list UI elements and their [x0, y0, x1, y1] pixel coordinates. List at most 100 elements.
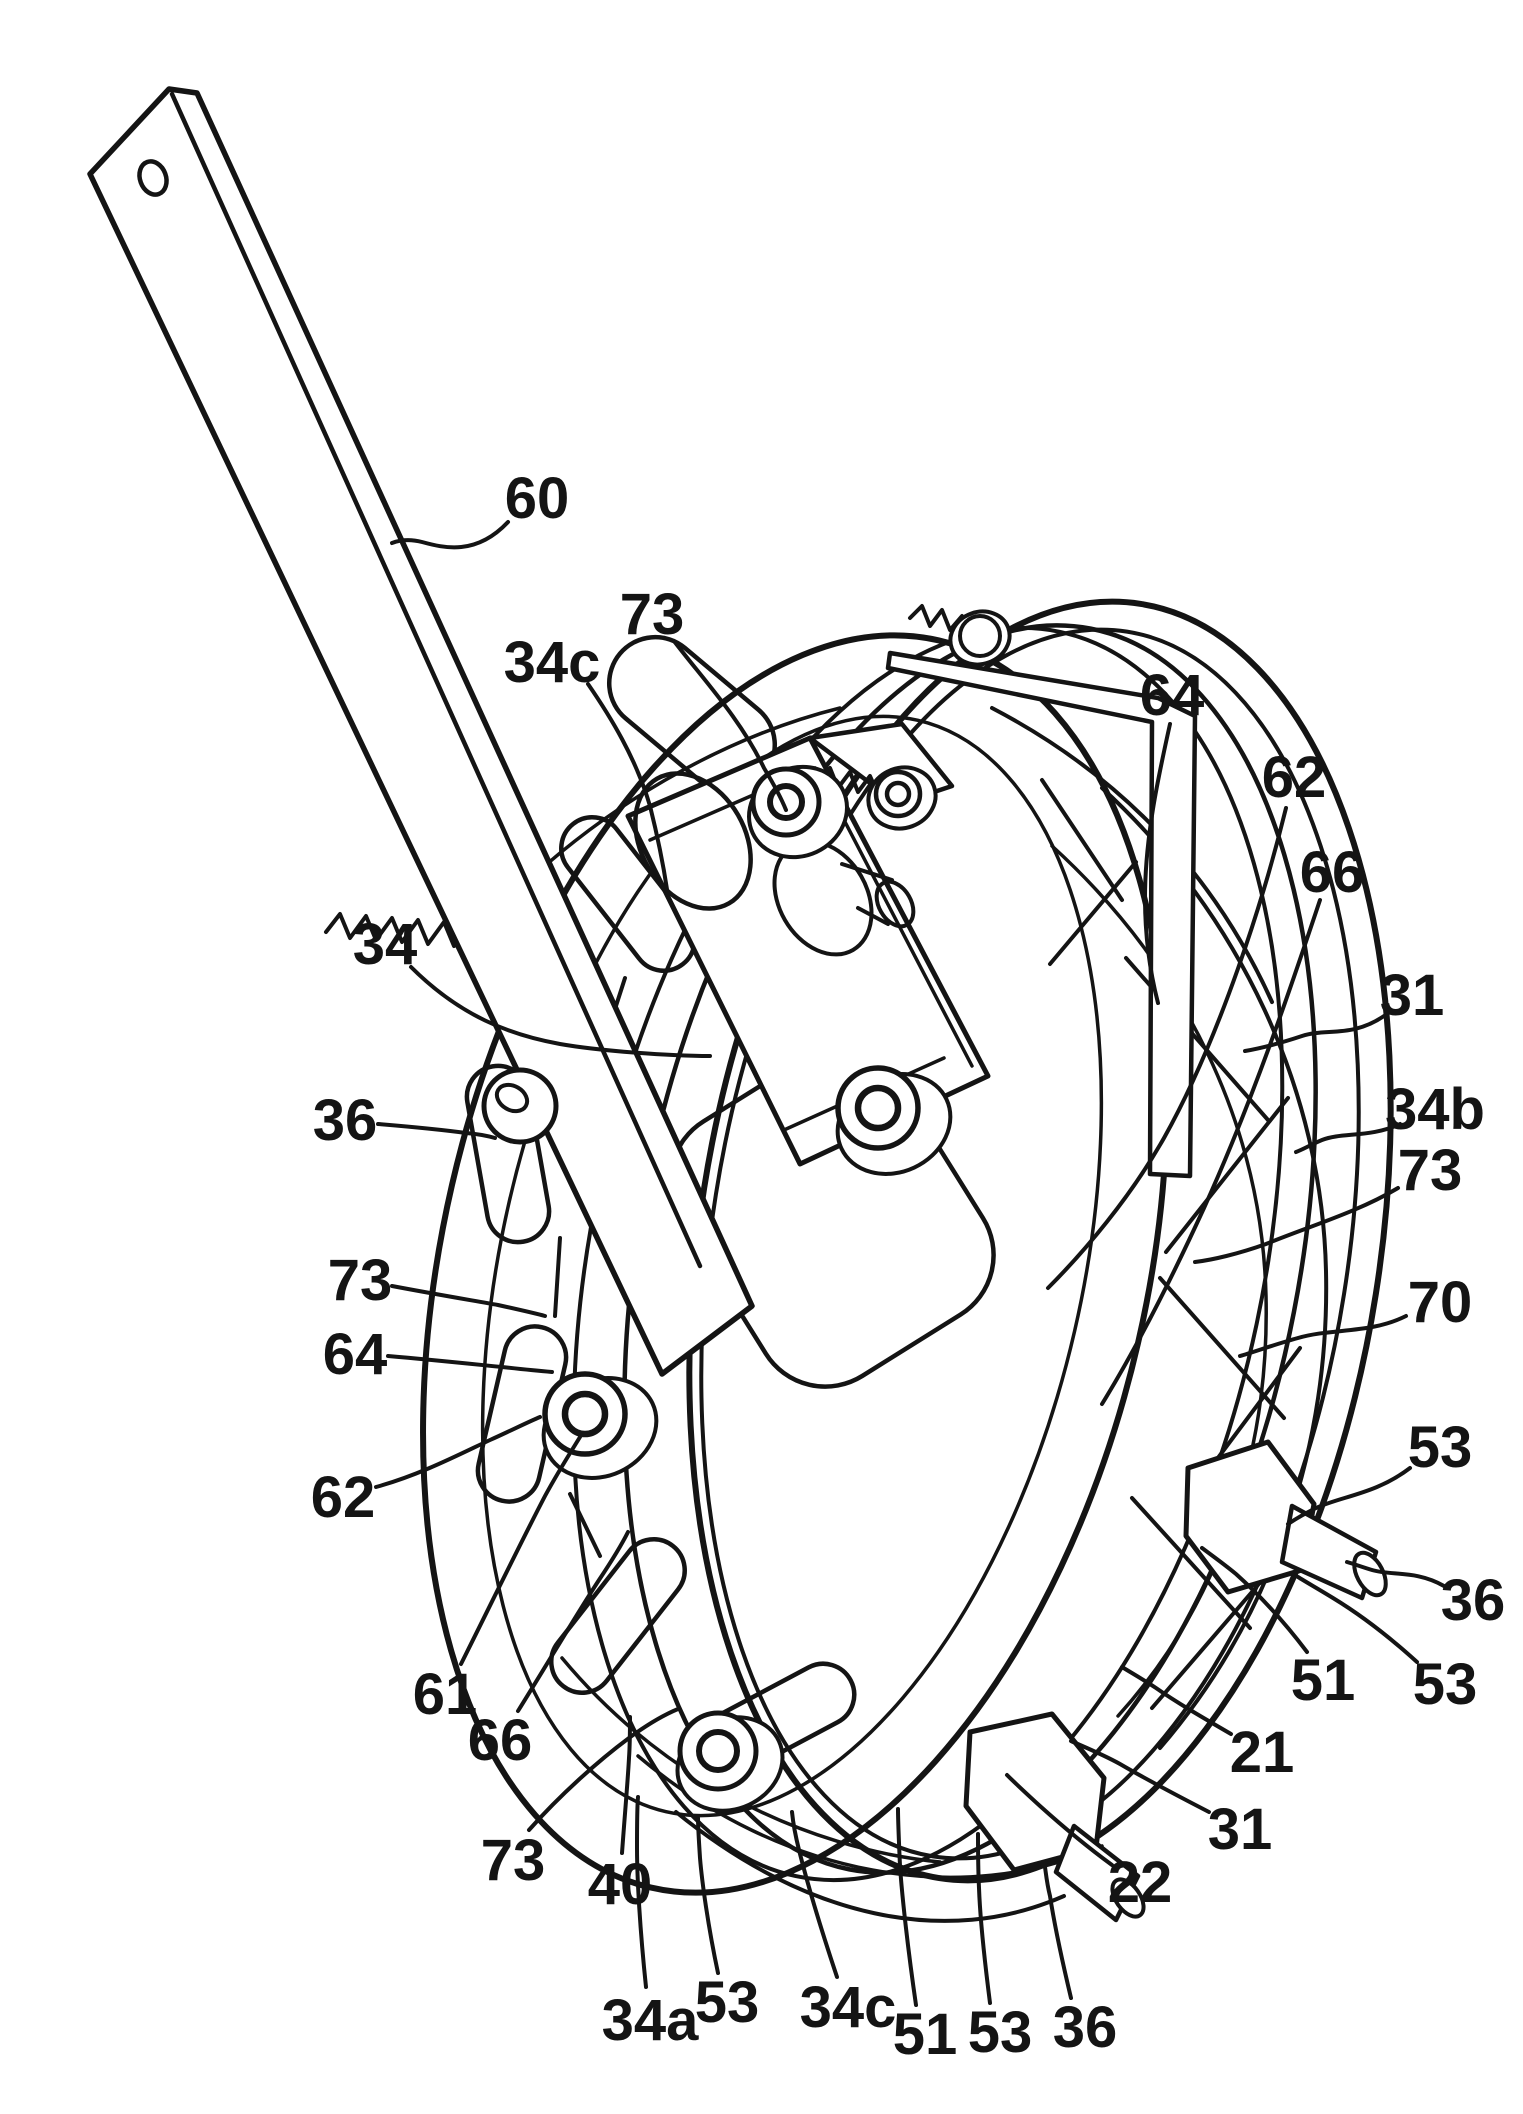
ref-label-64-3: 64 [1140, 663, 1205, 728]
leader-line-62 [1046, 806, 1288, 1290]
dome-bolt-head [481, 1067, 559, 1145]
slot-cutout [464, 1063, 552, 1245]
thread-stud [816, 766, 880, 796]
socket-bolt-head [750, 766, 822, 838]
leader-line-64 [386, 1354, 554, 1374]
socket-bolt-head [835, 1065, 921, 1151]
socket-bolt-socket [884, 780, 912, 808]
leader-line-53 [1286, 1466, 1412, 1526]
spoke-line [553, 1236, 562, 1318]
ref-label-36-17: 36 [1053, 1995, 1118, 2060]
ref-label-36-11: 36 [1441, 1568, 1506, 1633]
ref-label-34b-7: 34b [1385, 1077, 1485, 1142]
clevis-pin-cap [1352, 1550, 1388, 1598]
socket-bolt-socket [561, 1390, 609, 1438]
web-line [1040, 778, 1124, 902]
web-line [1100, 786, 1329, 1750]
handle-edge [169, 91, 703, 1269]
slot-cutout [549, 1537, 687, 1695]
ref-label-34a-22: 34a [602, 1988, 700, 2053]
socket-bolt-socket [696, 1729, 740, 1773]
lever-bracket [625, 735, 991, 1167]
thread-stud [908, 604, 964, 632]
leader-line-53 [696, 1816, 720, 1975]
web-line [1130, 1496, 1252, 1630]
ref-label-34c-20: 34c [800, 1975, 897, 2040]
rim-arc [674, 1810, 1066, 1923]
ref-label-73-29: 73 [328, 1248, 393, 1313]
web-line [1164, 1096, 1290, 1254]
ref-label-31-15: 31 [1208, 1797, 1273, 1862]
leader-line-60 [390, 520, 510, 550]
leader-line-51 [1200, 1546, 1309, 1654]
web-line [1150, 1576, 1266, 1710]
leader-line-66 [516, 1530, 630, 1713]
leader-line-66 [1100, 898, 1322, 1406]
handle-hole [137, 159, 169, 197]
leader-line-51 [896, 1807, 918, 2007]
leader-line-31 [1069, 1739, 1211, 1814]
spoke-line [568, 1492, 602, 1558]
leader-line-73 [390, 1284, 547, 1318]
ref-label-61-26: 61 [413, 1662, 478, 1727]
leader-line-22 [1005, 1773, 1114, 1867]
leader-line-61 [459, 1435, 582, 1666]
front-plate-ring [480, 714, 1104, 1818]
socket-bolt-head [677, 1710, 759, 1792]
leader-line-34 [409, 965, 712, 1058]
leader-line-73 [1193, 1186, 1400, 1264]
socket-bolt-socket [854, 1084, 902, 1132]
socket-bolt-socket [767, 783, 805, 821]
bracket-hole [633, 771, 753, 911]
leader-line-34b [1294, 1122, 1402, 1154]
hinge-pin [885, 650, 1198, 1179]
leader-line-62 [374, 1415, 542, 1489]
ref-label-53-21: 53 [695, 1970, 760, 2035]
socket-bolt-head [542, 1371, 628, 1457]
handle-bar [87, 86, 755, 1377]
ref-label-73-24: 73 [481, 1828, 546, 1893]
leader-line-31 [1243, 1014, 1386, 1053]
ref-label-31-6: 31 [1380, 963, 1445, 1028]
leader-line-70 [1238, 1314, 1408, 1358]
ref-label-34c-2: 34c [504, 630, 601, 695]
leader-line-40 [620, 1715, 632, 1855]
web-line [1124, 956, 1270, 1122]
ref-label-62-4: 62 [1262, 745, 1327, 810]
clevis-pin-cap [1110, 1877, 1146, 1919]
ref-label-21-14: 21 [1230, 1720, 1295, 1785]
leader-line-53 [976, 1832, 992, 2005]
leader-line-34c [586, 682, 670, 898]
ref-label-40-23: 40 [588, 1852, 653, 1917]
ref-label-51-12: 51 [1291, 1648, 1356, 1713]
leader-line-64 [1142, 722, 1172, 1005]
ref-label-53-10: 53 [1408, 1415, 1473, 1480]
leader-line-73 [527, 1707, 680, 1832]
leader-line-73 [672, 639, 788, 812]
leader-line-36 [1345, 1560, 1446, 1588]
leader-line-36 [1043, 1865, 1073, 2000]
socket-bolt-head [873, 769, 923, 819]
web-line [1048, 860, 1138, 966]
clevis-pin [1279, 1503, 1379, 1601]
socket-bolt-head [958, 614, 1002, 658]
ref-label-60-0: 60 [505, 466, 570, 531]
ref-label-51-19: 51 [893, 2002, 958, 2067]
leader-line-34a [634, 1795, 648, 1989]
ref-label-66-25: 66 [468, 1708, 533, 1773]
ref-label-70-9: 70 [1408, 1270, 1473, 1335]
ref-label-66-5: 66 [1300, 840, 1365, 905]
pivot-boss [840, 862, 894, 926]
ref-label-73-8: 73 [1398, 1138, 1463, 1203]
ref-label-62-27: 62 [311, 1465, 376, 1530]
ref-label-53-18: 53 [968, 2000, 1033, 2065]
leader-line-34c [790, 1810, 839, 1979]
ref-label-64-28: 64 [323, 1322, 388, 1387]
pivot-boss-cap [874, 879, 916, 929]
leader-line-21 [1120, 1665, 1233, 1736]
leader-line-layer [374, 520, 1446, 2007]
leader-line-36 [376, 1122, 497, 1140]
